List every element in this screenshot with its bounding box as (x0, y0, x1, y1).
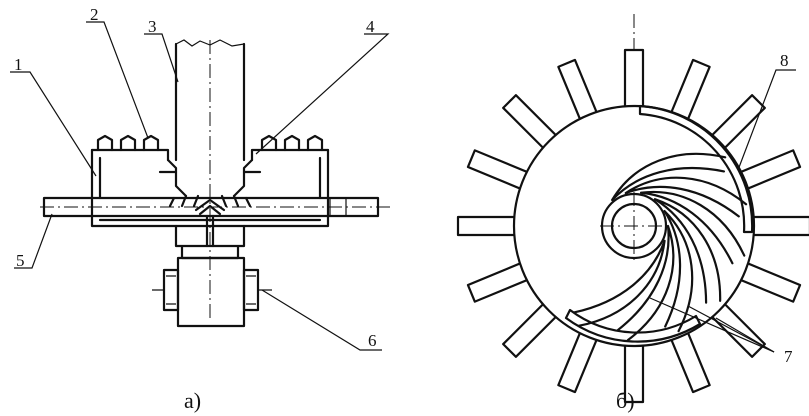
nozzle (456, 215, 522, 237)
label-2: 2 (90, 5, 99, 24)
housing-top-cover (90, 148, 330, 162)
caption-a: а) (184, 388, 201, 413)
label-5: 5 (16, 251, 25, 270)
caption-b: б) (616, 388, 635, 413)
spiral-blades (572, 152, 748, 342)
label-1: 1 (14, 55, 23, 74)
label-4: 4 (366, 17, 375, 36)
vertical-pipe (174, 42, 246, 162)
label-7: 7 (784, 347, 793, 366)
motor-body (176, 256, 246, 328)
drive-shaft (205, 214, 215, 248)
label-6: 6 (368, 331, 377, 350)
blade (611, 152, 727, 202)
blade (639, 190, 746, 265)
label-8: 8 (780, 51, 789, 70)
view-a-section (40, 39, 390, 328)
label-3: 3 (148, 17, 157, 36)
nozzle (623, 48, 645, 114)
blade (663, 209, 694, 333)
blade (653, 198, 722, 304)
view-a-leaders (10, 21, 390, 351)
blade (572, 239, 666, 327)
nozzle (746, 215, 809, 237)
blade (616, 224, 675, 342)
view-b-leaders (649, 69, 796, 353)
housing-walls (90, 148, 330, 228)
impeller-blades (168, 194, 252, 216)
blade (624, 176, 748, 218)
horizontal-pipe (42, 196, 380, 218)
cover-bolts (96, 134, 324, 152)
view-b-plan (456, 14, 809, 404)
